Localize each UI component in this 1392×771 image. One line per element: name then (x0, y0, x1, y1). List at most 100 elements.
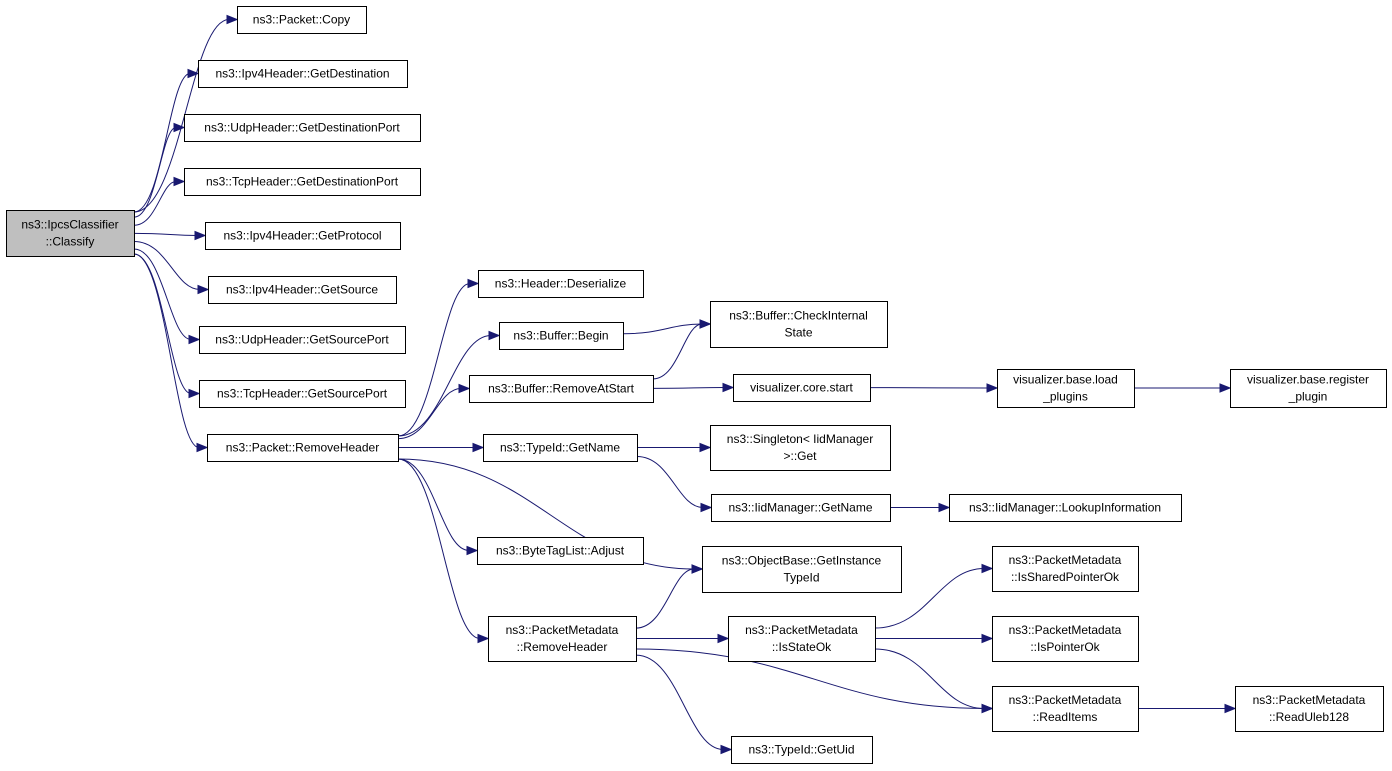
arrowhead-iidmanager_getname-to-iidmanager_lookup (938, 502, 951, 513)
node-label: ns3::TcpHeader::GetSourcePort (217, 387, 388, 401)
node-label: ns3::UdpHeader::GetDestinationPort (204, 121, 400, 135)
node-pm-readuleb128[interactable]: ns3::PacketMetadata::ReadUleb128 (1235, 686, 1384, 732)
arrowhead-classify-to-tcp_getdestport (173, 176, 186, 187)
arrowhead-vis_base_load-to-vis_base_register (1219, 383, 1232, 393)
arrowhead-typeid_getname-to-singleton_get (699, 442, 712, 453)
edge-pm_isstateok-to-pm_readitems (874, 648, 985, 709)
arrowhead-packet_removeheader-to-bytetaglist_adjust (466, 545, 479, 556)
node-pm-readitems[interactable]: ns3::PacketMetadata::ReadItems (992, 686, 1139, 732)
node-label: ns3::PacketMetadata (506, 623, 619, 637)
node-typeid-getuid[interactable]: ns3::TypeId::GetUid (731, 736, 873, 764)
node-udp-getsourceport[interactable]: ns3::UdpHeader::GetSourcePort (199, 326, 406, 354)
node-vis-base-register[interactable]: visualizer.base.register_plugin (1230, 369, 1387, 408)
node-ipv4-getproto[interactable]: ns3::Ipv4Header::GetProtocol (205, 222, 401, 250)
node-label: ns3::Buffer::CheckInternal (729, 309, 868, 323)
node-box (488, 616, 637, 662)
node-pm-ispointerok[interactable]: ns3::PacketMetadata::IsPointerOk (992, 616, 1139, 662)
node-label: ns3::Singleton< IidManager (727, 432, 873, 446)
node-packet-removeheader[interactable]: ns3::Packet::RemoveHeader (207, 434, 399, 462)
node-label: ns3::TcpHeader::GetDestinationPort (206, 175, 399, 189)
node-box (992, 546, 1139, 592)
node-ipv4-getsource[interactable]: ns3::Ipv4Header::GetSource (208, 276, 397, 304)
node-label: ns3::ByteTagList::Adjust (496, 544, 625, 558)
node-box (949, 494, 1182, 522)
node-label: _plugins (1042, 390, 1088, 404)
arrowhead-packet_removeheader-to-buffer_removeatstart (458, 383, 471, 394)
node-tcp-getsourceport[interactable]: ns3::TcpHeader::GetSourcePort (199, 380, 406, 408)
node-label: ::IsSharedPointerOk (1011, 570, 1120, 584)
edge-buffer_removeatstart-to-buffer_checkinternal (652, 323, 703, 380)
node-box (711, 494, 891, 522)
edge-packet_removeheader-to-buffer_removeatstart (397, 388, 462, 440)
node-box (208, 276, 397, 304)
node-box (992, 686, 1139, 732)
node-label: ns3::Header::Deserialize (495, 277, 627, 291)
node-vis-core-start[interactable]: visualizer.core.start (733, 374, 871, 402)
node-pm-removeheader[interactable]: ns3::PacketMetadata::RemoveHeader (488, 616, 637, 662)
node-ipv4-getdest[interactable]: ns3::Ipv4Header::GetDestination (198, 60, 408, 88)
node-box (992, 616, 1139, 662)
node-box (1230, 369, 1387, 408)
node-box (477, 537, 644, 565)
node-pm-issharedpointerok[interactable]: ns3::PacketMetadata::IsSharedPointerOk (992, 546, 1139, 592)
node-label: ns3::PacketMetadata (1253, 693, 1366, 707)
nodes-layer: ns3::IpcsClassifier::Classifyns3::Packet… (6, 6, 1387, 764)
arrowhead-typeid_getname-to-iidmanager_getname (700, 502, 713, 513)
node-packet-copy[interactable]: ns3::Packet::Copy (237, 6, 367, 34)
node-label: ns3::PacketMetadata (1009, 623, 1122, 637)
node-label: ns3::IpcsClassifier (21, 218, 118, 232)
node-label: ns3::UdpHeader::GetSourcePort (215, 333, 389, 347)
node-label: TypeId (783, 571, 819, 585)
edge-packet_removeheader-to-objectbase_getinstance (397, 458, 695, 570)
node-iidmanager-getname[interactable]: ns3::IidManager::GetName (711, 494, 891, 522)
node-bytetaglist-adjust[interactable]: ns3::ByteTagList::Adjust (477, 537, 644, 565)
node-label: ::IsPointerOk (1030, 640, 1100, 654)
arrowhead-packet_removeheader-to-pm_removeheader (477, 633, 490, 644)
node-label: ns3::Ipv4Header::GetProtocol (223, 229, 381, 243)
node-vis-base-load[interactable]: visualizer.base.load_plugins (997, 369, 1135, 408)
node-tcp-getdestport[interactable]: ns3::TcpHeader::GetDestinationPort (184, 168, 421, 196)
edge-pm_isstateok-to-pm_issharedpointerok (874, 568, 985, 629)
edge-classify-to-ipv4_getproto (133, 232, 198, 236)
node-buffer-removeatstart[interactable]: ns3::Buffer::RemoveAtStart (469, 375, 654, 403)
node-label: _plugin (1288, 390, 1328, 404)
arrowhead-pm_removeheader-to-typeid_getuid (720, 744, 733, 755)
node-typeid-getname[interactable]: ns3::TypeId::GetName (483, 434, 638, 462)
edge-packet_removeheader-to-pm_removeheader (397, 458, 481, 639)
arrowhead-classify-to-ipv4_getsource (197, 284, 210, 295)
edge-classify-to-tcp_getsourceport (133, 253, 192, 394)
arrowhead-classify-to-packet_removeheader (196, 442, 209, 453)
node-box (997, 369, 1135, 408)
node-box (184, 168, 421, 196)
edge-packet_removeheader-to-bytetaglist_adjust (397, 458, 470, 551)
edge-pm_removeheader-to-pm_readitems (635, 648, 985, 709)
node-pm-isstateok[interactable]: ns3::PacketMetadata::IsStateOk (728, 616, 876, 662)
edge-pm_removeheader-to-objectbase_getinstance (635, 568, 695, 629)
node-classify[interactable]: ns3::IpcsClassifier::Classify (6, 210, 135, 257)
node-udp-getdestport[interactable]: ns3::UdpHeader::GetDestinationPort (184, 114, 421, 142)
arrowhead-pm_removeheader-to-objectbase_getinstance (691, 564, 704, 574)
node-label: >::Get (783, 449, 817, 463)
node-label: ns3::Buffer::RemoveAtStart (488, 382, 635, 396)
arrowhead-classify-to-udp_getdestport (173, 122, 186, 133)
node-box (702, 546, 902, 593)
arrowhead-pm_readitems-to-pm_readuleb128 (1224, 703, 1237, 714)
node-header-deserialize[interactable]: ns3::Header::Deserialize (478, 270, 644, 298)
node-label: ::ReadUleb128 (1269, 710, 1349, 724)
edge-classify-to-udp_getsourceport (133, 248, 192, 340)
node-singleton-get[interactable]: ns3::Singleton< IidManager>::Get (710, 425, 891, 471)
node-buffer-begin[interactable]: ns3::Buffer::Begin (499, 322, 624, 350)
node-box (237, 6, 367, 34)
node-label: ns3::Buffer::Begin (513, 329, 608, 343)
node-label: ns3::TypeId::GetUid (748, 743, 854, 757)
node-iidmanager-lookup[interactable]: ns3::IidManager::LookupInformation (949, 494, 1182, 522)
node-label: ns3::Packet::RemoveHeader (226, 441, 379, 455)
edges-layer (133, 14, 1237, 755)
edge-buffer_removeatstart-to-vis_core_start (652, 387, 726, 389)
node-label: ns3::IidManager::LookupInformation (969, 501, 1161, 515)
arrowhead-pm_isstateok-to-pm_readitems (981, 703, 994, 714)
node-label: ns3::PacketMetadata (1009, 693, 1122, 707)
